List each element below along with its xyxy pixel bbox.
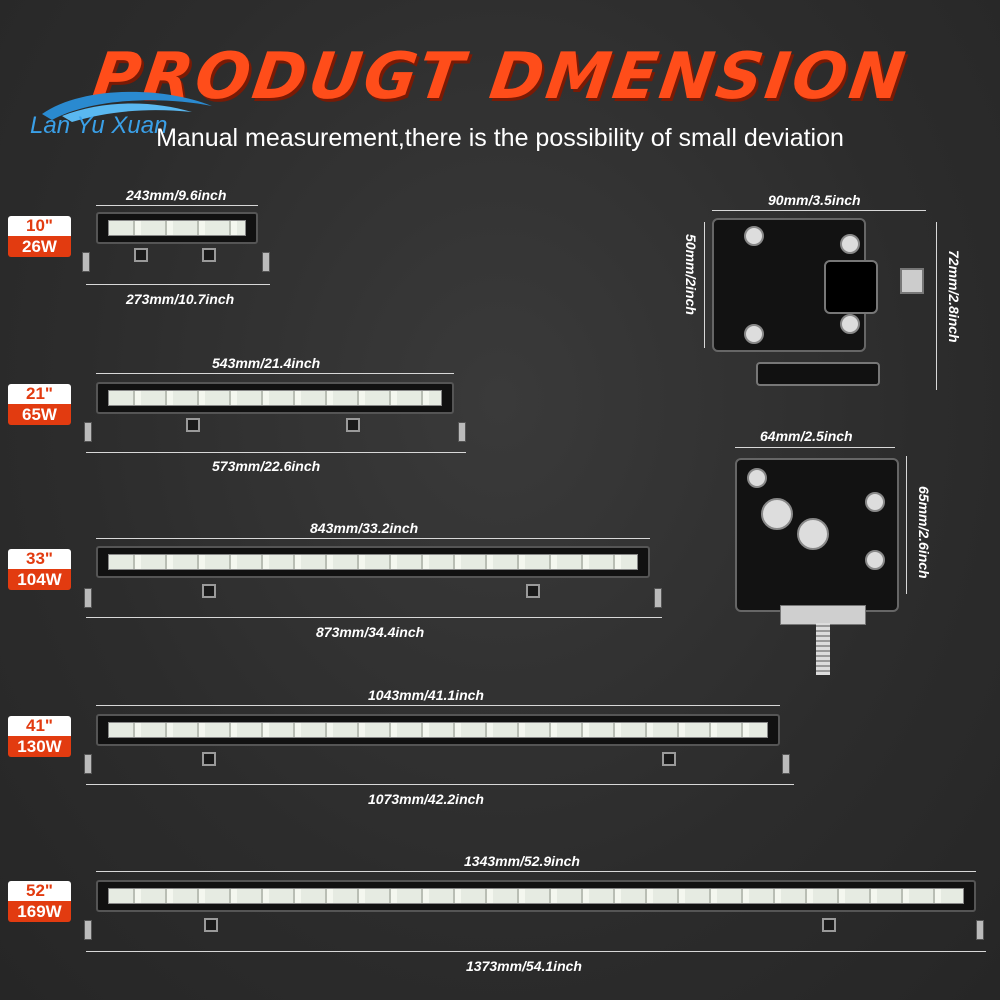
mount-bolt bbox=[84, 422, 92, 442]
side-height-right-line bbox=[936, 222, 937, 390]
mount-bolt bbox=[84, 754, 92, 774]
top-dimension-label: 1343mm/52.9inch bbox=[464, 853, 580, 869]
size-badge: 21" 65W bbox=[8, 384, 71, 425]
top-dimension-label: 843mm/33.2inch bbox=[310, 520, 419, 536]
bottom-dimension-line bbox=[86, 784, 794, 785]
bolt-icon bbox=[747, 468, 767, 488]
size-label: 10" bbox=[8, 216, 71, 236]
end-mount-stud bbox=[816, 623, 830, 675]
bottom-dimension-line bbox=[86, 617, 662, 618]
bracket-foot bbox=[204, 918, 218, 932]
bottom-dimension-label: 873mm/34.4inch bbox=[316, 624, 425, 640]
bottom-dimension-label: 1373mm/54.1inch bbox=[466, 958, 582, 974]
bolt-icon bbox=[761, 498, 793, 530]
top-dimension-line bbox=[96, 705, 780, 706]
light-bar bbox=[96, 880, 976, 912]
bottom-dimension-label: 273mm/10.7inch bbox=[126, 291, 235, 307]
bolt-icon bbox=[865, 492, 885, 512]
bracket-foot bbox=[134, 248, 148, 262]
size-label: 41" bbox=[8, 716, 71, 736]
mount-bolt bbox=[82, 252, 90, 272]
end-height-label: 65mm/2.6inch bbox=[916, 486, 932, 579]
mount-bolt bbox=[262, 252, 270, 272]
light-bar bbox=[96, 382, 454, 414]
mount-bolt bbox=[458, 422, 466, 442]
bracket-foot bbox=[526, 584, 540, 598]
bolt-icon bbox=[744, 324, 764, 344]
light-bar bbox=[96, 546, 650, 578]
mount-bolt bbox=[654, 588, 662, 608]
end-width-label: 64mm/2.5inch bbox=[760, 428, 853, 444]
size-badge: 10" 26W bbox=[8, 216, 71, 257]
bracket-foot bbox=[202, 752, 216, 766]
bracket-foot bbox=[186, 418, 200, 432]
light-bar-lens bbox=[108, 888, 964, 904]
top-dimension-line bbox=[96, 538, 650, 539]
light-bar bbox=[96, 714, 780, 746]
bolt-icon bbox=[797, 518, 829, 550]
top-dimension-label: 543mm/21.4inch bbox=[212, 355, 321, 371]
logo-text: Lan Yu Xuan bbox=[30, 112, 168, 139]
light-bar-lens bbox=[108, 220, 246, 236]
side-connector bbox=[900, 268, 924, 294]
bracket-foot bbox=[822, 918, 836, 932]
bottom-dimension-label: 573mm/22.6inch bbox=[212, 458, 321, 474]
side-height-left-line bbox=[704, 222, 705, 348]
watt-label: 26W bbox=[8, 236, 71, 257]
size-badge: 33" 104W bbox=[8, 549, 71, 590]
bracket-foot bbox=[202, 248, 216, 262]
size-label: 52" bbox=[8, 881, 71, 901]
size-badge: 52" 169W bbox=[8, 881, 71, 922]
end-mount-plate bbox=[780, 605, 866, 625]
mount-bolt bbox=[84, 920, 92, 940]
side-width-line bbox=[712, 210, 926, 211]
mount-bolt bbox=[84, 588, 92, 608]
bottom-dimension-line bbox=[86, 452, 466, 453]
top-dimension-line bbox=[96, 373, 454, 374]
light-bar bbox=[96, 212, 258, 244]
size-label: 21" bbox=[8, 384, 71, 404]
size-label: 33" bbox=[8, 549, 71, 569]
bolt-icon bbox=[865, 550, 885, 570]
bottom-dimension-label: 1073mm/42.2inch bbox=[368, 791, 484, 807]
side-housing bbox=[712, 218, 878, 352]
logo-swoosh bbox=[42, 91, 212, 122]
top-dimension-label: 1043mm/41.1inch bbox=[368, 687, 484, 703]
mount-bracket bbox=[824, 260, 878, 314]
mount-bolt bbox=[976, 920, 984, 940]
side-height-left-label: 50mm/2inch bbox=[683, 234, 699, 315]
page-subtitle: Manual measurement,there is the possibil… bbox=[156, 124, 844, 152]
watt-label: 169W bbox=[8, 901, 71, 922]
bottom-dimension-line bbox=[86, 284, 270, 285]
bracket-foot bbox=[662, 752, 676, 766]
light-bar-lens bbox=[108, 554, 638, 570]
end-width-line bbox=[735, 447, 895, 448]
watt-label: 130W bbox=[8, 736, 71, 757]
bolt-icon bbox=[744, 226, 764, 246]
bracket-foot bbox=[346, 418, 360, 432]
size-badge: 41" 130W bbox=[8, 716, 71, 757]
top-dimension-line bbox=[96, 205, 258, 206]
mount-bolt bbox=[782, 754, 790, 774]
watt-label: 104W bbox=[8, 569, 71, 590]
watt-label: 65W bbox=[8, 404, 71, 425]
top-dimension-line bbox=[96, 871, 976, 872]
end-height-line bbox=[906, 456, 907, 594]
side-height-right-label: 72mm/2.8inch bbox=[946, 250, 962, 343]
light-bar-lens bbox=[108, 390, 442, 406]
bracket-foot bbox=[202, 584, 216, 598]
light-bar-lens bbox=[108, 722, 768, 738]
top-dimension-label: 243mm/9.6inch bbox=[126, 187, 227, 203]
bolt-icon bbox=[840, 314, 860, 334]
side-base bbox=[756, 362, 880, 386]
end-housing bbox=[735, 458, 899, 612]
bolt-icon bbox=[840, 234, 860, 254]
bottom-dimension-line bbox=[86, 951, 986, 952]
side-width-label: 90mm/3.5inch bbox=[768, 192, 861, 208]
